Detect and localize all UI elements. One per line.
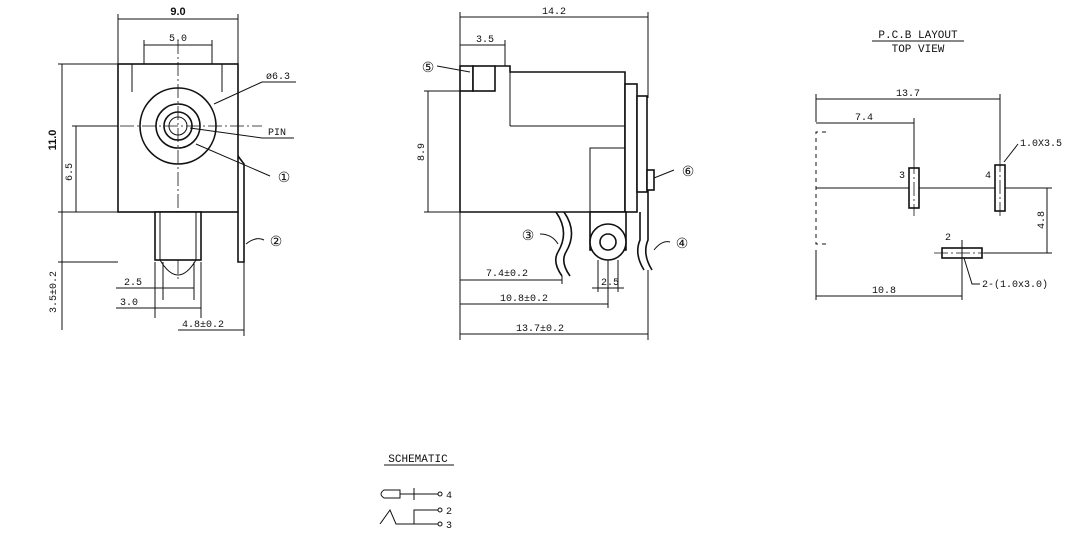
dim-d4: 13.7±0.2 (516, 324, 564, 335)
pcb-dim-slot: 1.0X3.5 (1020, 139, 1062, 150)
dim-height: 11.0 (47, 130, 59, 151)
callout-6: ⑥ (682, 165, 695, 181)
pcb-dim-height: 4.8 (1037, 211, 1048, 229)
dim-pin-a: 2.5 (124, 278, 142, 289)
callout-2: ② (270, 235, 283, 251)
pcb-title: P.C.B LAYOUT (878, 30, 958, 42)
schematic-title: SCHEMATIC (388, 454, 448, 466)
pcb-dim-width: 13.7 (896, 89, 920, 100)
dim-offset: 4.8±0.2 (182, 320, 224, 331)
dim-pin-b: 3.0 (120, 298, 138, 309)
front-view: 9.0 5.0 11.0 6.5 (47, 6, 296, 336)
dim-center-height: 6.5 (65, 163, 76, 181)
label-pin: PIN (268, 128, 286, 139)
pcb-layout: P.C.B LAYOUT TOP VIEW 13.7 7.4 3 4 2 1.0… (815, 30, 1062, 300)
pad-label-2: 2 (945, 233, 951, 244)
schematic-pin-3: 3 (446, 521, 452, 532)
pcb-dim-bottom: 10.8 (872, 286, 896, 297)
side-view: 14.2 3.5 8.9 7 (417, 7, 694, 340)
dim-d2: 2.5 (601, 278, 619, 289)
dim-tab: 3.5 (476, 35, 494, 46)
schematic: SCHEMATIC 4 2 3 (379, 454, 454, 532)
dim-side-height: 8.9 (417, 143, 428, 161)
callout-5: ⑤ (422, 61, 435, 77)
dim-inner-width: 5.0 (169, 34, 187, 45)
schematic-pin-4: 4 (446, 491, 452, 502)
callout-1: ① (278, 171, 291, 187)
pcb-dim-slot2: 2-(1.0x3.0) (982, 279, 1048, 291)
pcb-dim-left: 7.4 (855, 113, 873, 124)
dim-bottom-height: 3.5±0.2 (49, 271, 60, 313)
pcb-subtitle: TOP VIEW (892, 44, 945, 56)
dim-d3: 10.8±0.2 (500, 294, 548, 305)
dim-diameter: ø6.3 (266, 72, 290, 83)
pad-label-3: 3 (899, 171, 905, 182)
dim-length: 14.2 (542, 7, 566, 18)
pad-label-4: 4 (985, 171, 991, 182)
dim-d1: 7.4±0.2 (486, 269, 528, 280)
schematic-pin-2: 2 (446, 507, 452, 518)
callout-4: ④ (676, 237, 689, 253)
callout-3: ③ (522, 229, 535, 245)
dim-width: 9.0 (170, 6, 185, 18)
